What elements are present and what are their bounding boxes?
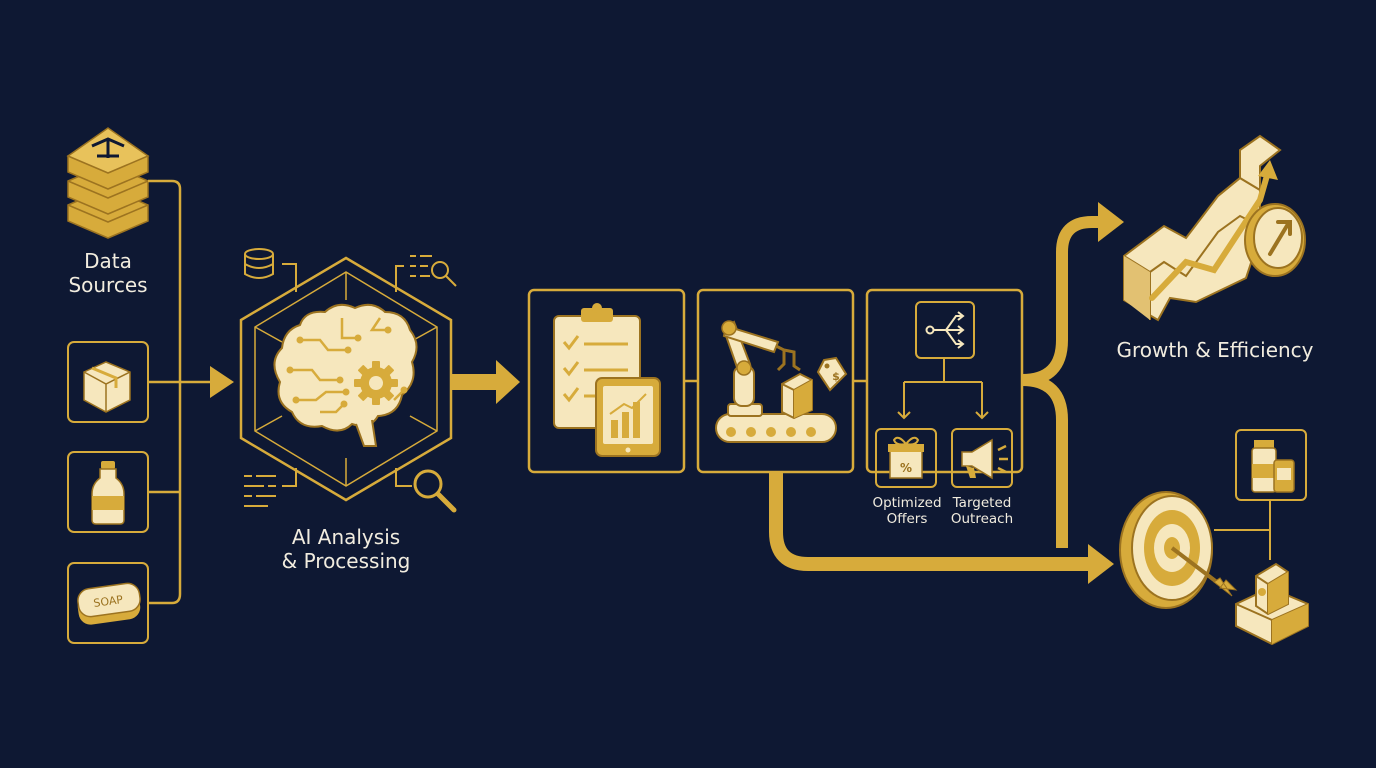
soap-tile: SOAP — [67, 562, 149, 644]
arrow-to-insights — [451, 360, 520, 404]
tablet-bar-chart-icon — [595, 377, 661, 457]
target-arrow-icon — [1119, 491, 1238, 609]
package-box-icon — [83, 361, 131, 413]
targeted-outreach-label: Targeted Outreach — [950, 495, 1014, 527]
data-lines-icon — [244, 468, 297, 507]
search-list-icon — [395, 255, 457, 292]
package-box-tile — [67, 341, 149, 423]
robot-arm-conveyor-icon — [715, 320, 837, 443]
arrow-to-ai — [210, 366, 234, 398]
growth-chart-icon — [1123, 134, 1306, 322]
automation-box: $ — [696, 288, 855, 474]
split-connectors — [897, 358, 989, 420]
ai-hexagon — [239, 256, 453, 502]
svg-text:%: % — [900, 461, 912, 475]
brain-gear-icon — [273, 303, 418, 447]
price-tag-icon: $ — [816, 356, 848, 392]
split-flow-icon — [915, 301, 975, 359]
megaphone-icon — [951, 428, 1013, 488]
growth-efficiency-label: Growth & Efficiency — [1116, 338, 1314, 362]
product-jar-tile — [1235, 429, 1307, 501]
soap-icon: SOAP — [77, 582, 141, 625]
soap-label: SOAP — [93, 593, 124, 610]
up-arrow-coin-icon — [1244, 203, 1306, 277]
insights-box — [527, 288, 686, 474]
database-server-icon — [66, 127, 150, 239]
gift-percent-icon: % — [875, 428, 937, 488]
output-arrows — [769, 216, 1100, 571]
arrow-to-target — [1088, 544, 1114, 584]
bottle-tile — [67, 451, 149, 533]
database-icon — [244, 248, 297, 292]
product-box-icon — [1235, 562, 1309, 646]
product-jar-icon — [1251, 440, 1295, 493]
gear-icon — [354, 361, 398, 405]
target-connectors — [1214, 500, 1271, 560]
optimized-offers-label: Optimized Offers — [872, 495, 942, 527]
magnifier-icon — [395, 468, 457, 513]
source-connectors — [148, 179, 212, 605]
price-tag-label: $ — [832, 370, 840, 383]
data-sources-label: Data Sources — [68, 249, 148, 297]
arrow-to-growth — [1098, 202, 1124, 242]
ai-processing-label: AI Analysis & Processing — [281, 525, 411, 573]
bottle-icon — [91, 461, 125, 525]
personalization-box: % — [865, 288, 1024, 488]
